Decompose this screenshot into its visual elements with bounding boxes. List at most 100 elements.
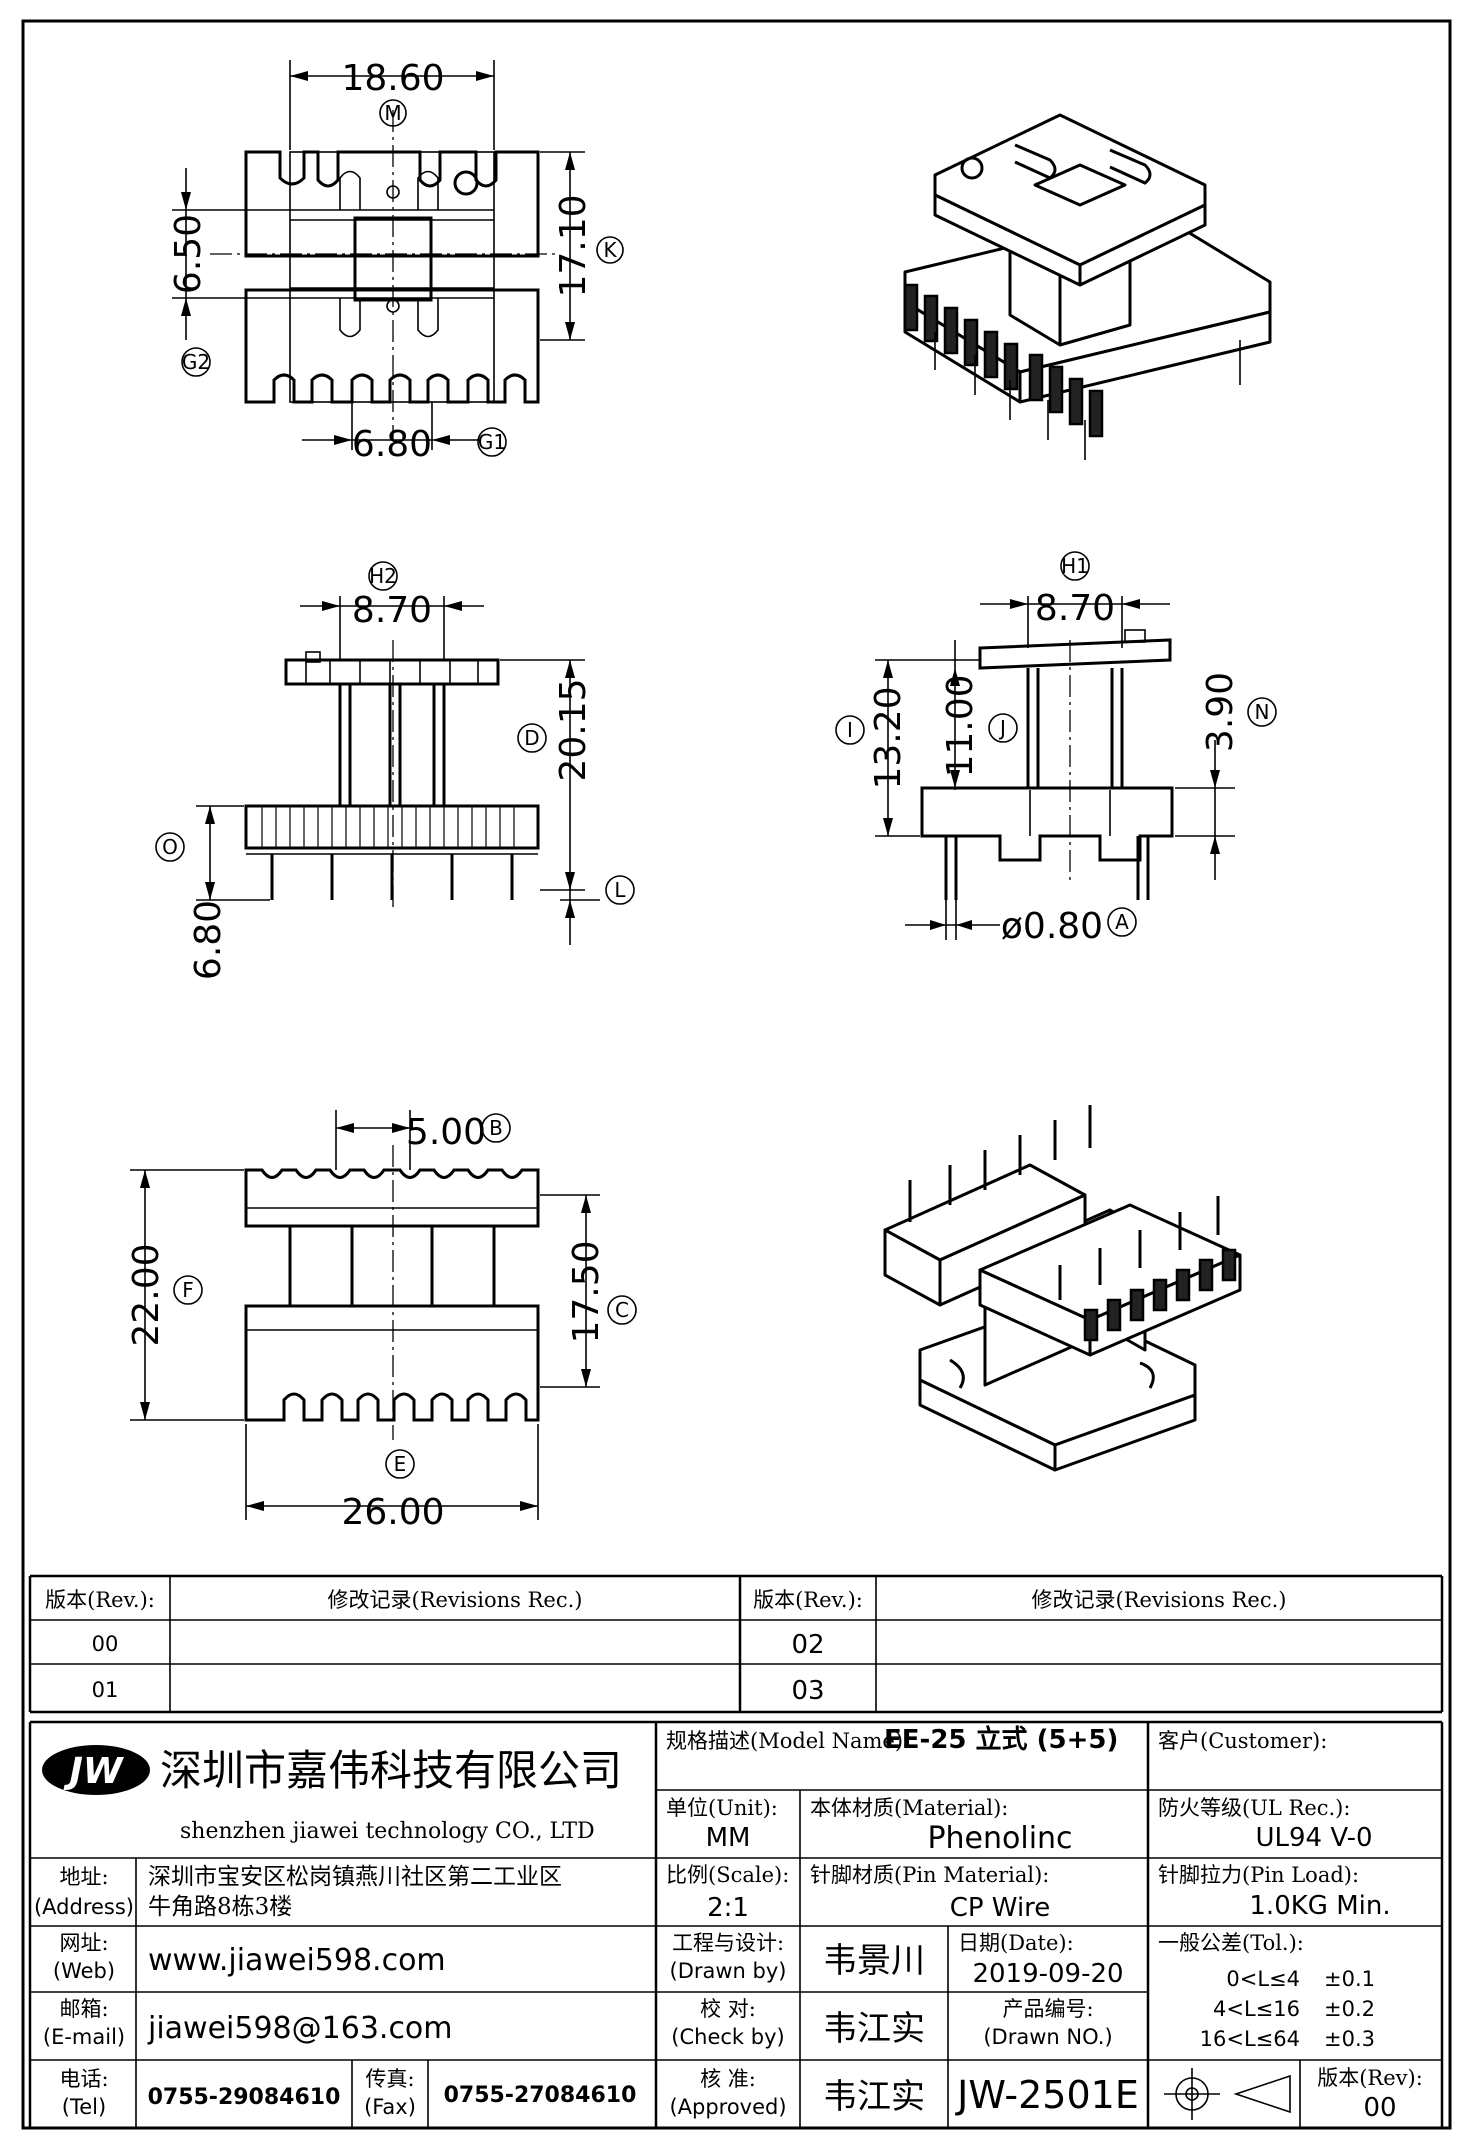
tag-base: N [1255, 700, 1270, 724]
dim-pitch: 6.80 [352, 424, 432, 465]
company-name-en: shenzhen jiawei technology CO., LTD [180, 1819, 595, 1844]
dim-width: 18.60 [341, 58, 444, 99]
fax-value: 0755-27084610 [444, 2083, 637, 2108]
company-name-cn: 深圳市嘉伟科技有限公司 [160, 1746, 622, 1795]
pin-material-label: 针脚材质(Pin Material): [810, 1863, 1049, 1887]
dim-base: 3.90 [1200, 672, 1241, 752]
tol-range-0: 0<L≤4 [1226, 1967, 1300, 1991]
drawing-no-value: JW-2501E [955, 2073, 1139, 2117]
tol-range-1: 4<L≤16 [1213, 1997, 1300, 2021]
approved-label-en: (Approved) [669, 2095, 786, 2119]
check-value: 韦江实 [823, 2009, 925, 2049]
address-label: 地址: [59, 1865, 108, 1889]
dim-total-height: 20.15 [553, 678, 594, 781]
rec-header-right: 修改记录(Revisions Rec.) [1032, 1588, 1287, 1612]
approved-value: 韦江实 [823, 2077, 925, 2117]
fax-label-en: (Fax) [364, 2095, 416, 2119]
model-value: EE-25 立式 (5+5) [884, 1724, 1118, 1755]
ul-value: UL94 V-0 [1255, 1823, 1372, 1853]
tag-pin-dia: A [1115, 910, 1129, 934]
tol-value-1: ±0.2 [1324, 1997, 1375, 2021]
address-label-en: (Address) [34, 1895, 134, 1919]
dim-slot: 6.50 [168, 214, 209, 294]
tag-width: M [384, 101, 401, 125]
iso-view-bottom [883, 1105, 1242, 1472]
drawn-label-en: (Drawn by) [670, 1959, 787, 1983]
rev-row-1-right: 03 [791, 1676, 824, 1706]
drawn-label: 工程与设计: [672, 1931, 784, 1955]
dim-bottom-width: 26.00 [341, 1492, 444, 1533]
rev-header-right: 版本(Rev.): [753, 1588, 863, 1612]
customer-label: 客户(Customer): [1158, 1729, 1327, 1753]
dim-pin-length: 6.80 [188, 900, 229, 980]
email-label-en: (E-mail) [43, 2025, 125, 2049]
web-value: www.jiawei598.com [148, 1943, 446, 1978]
title-block: JW 深圳市嘉伟科技有限公司 shenzhen jiawei technolog… [28, 1720, 1444, 2130]
check-label-en: (Check by) [671, 2025, 784, 2049]
email-label: 邮箱: [59, 1997, 108, 2021]
date-value: 2019-09-20 [972, 1959, 1123, 1989]
address-line-2: 牛角路8栋3楼 [148, 1894, 292, 1920]
web-label-en: (Web) [53, 1959, 115, 1983]
dim-bottom-pitch: 5.00 [406, 1112, 486, 1153]
web-label: 网址: [59, 1931, 108, 1955]
unit-value: MM [706, 1823, 751, 1853]
revision-table: 版本(Rev.): 修改记录(Revisions Rec.) 版本(Rev.):… [28, 1574, 1444, 1714]
bottom-view: 5.00 B 22.00 F 17.50 C 26.00 E [126, 1110, 637, 1533]
rev-row-0-left: 00 [92, 1632, 119, 1656]
drawing-no-label-en: (Drawn NO.) [983, 2025, 1112, 2049]
tel-label-en: (Tel) [62, 2095, 106, 2119]
email-value: jiawei598@163.com [147, 2011, 453, 2046]
top-view: 18.60 M 17.10 K 6.50 G2 6.80 G1 [168, 58, 624, 465]
dim-bottom-inner: 17.50 [566, 1240, 607, 1343]
fax-label: 传真: [365, 2067, 414, 2091]
logo-text: JW [63, 1751, 124, 1792]
tag-flange: I [847, 718, 853, 742]
tag-pitch: G1 [478, 430, 506, 454]
drawing-no-label: 产品编号: [1002, 1997, 1093, 2021]
dim-core-front: 8.70 [352, 590, 432, 631]
tel-value: 0755-29084610 [148, 2085, 341, 2110]
tag-bottom-inner: C [615, 1298, 629, 1322]
date-label: 日期(Date): [958, 1931, 1074, 1955]
tag-bottom-width: E [394, 1452, 407, 1476]
dim-inner: 11.00 [940, 674, 981, 777]
address-line-1: 深圳市宝安区松岗镇燕川社区第二工业区 [148, 1864, 562, 1890]
rec-header-left: 修改记录(Revisions Rec.) [328, 1588, 583, 1612]
pin-material-value: CP Wire [950, 1893, 1051, 1923]
material-value: Phenolinc [927, 1821, 1072, 1856]
projection-symbol-icon [1164, 2068, 1291, 2120]
tol-label: 一般公差(Tol.): [1158, 1931, 1304, 1955]
tag-pin-bottom: L [614, 878, 626, 902]
dim-pin-dia: ø0.80 [1001, 906, 1103, 947]
rev-row-0-right: 02 [791, 1630, 824, 1660]
model-label: 规格描述(Model Name): [666, 1729, 910, 1753]
ul-label: 防火等级(UL Rec.): [1158, 1796, 1350, 1820]
check-label: 校 对: [700, 1997, 756, 2021]
tag-core-front: H2 [369, 564, 397, 588]
tag-core-side: H1 [1061, 554, 1089, 578]
dim-core-side: 8.70 [1035, 588, 1115, 629]
rev-value: 00 [1363, 2093, 1396, 2123]
tag-total-height: D [524, 726, 539, 750]
approved-label: 核 准: [700, 2067, 756, 2091]
dim-height: 17.10 [553, 194, 594, 297]
rev-row-1-left: 01 [92, 1678, 119, 1702]
front-view: 8.70 H2 20.15 D L 6.80 O [155, 561, 635, 980]
dim-flange: 13.20 [868, 686, 909, 789]
unit-label: 单位(Unit): [666, 1796, 778, 1820]
tag-slot: G2 [182, 350, 210, 374]
tag-bottom-pitch: B [489, 1116, 503, 1140]
tag-length: F [182, 1278, 194, 1302]
drawn-value: 韦景川 [823, 1941, 925, 1981]
tag-inner: J [998, 716, 1006, 740]
pin-load-value: 1.0KG Min. [1249, 1891, 1390, 1921]
rev-label: 版本(Rev): [1317, 2066, 1423, 2090]
tel-label: 电话: [59, 2067, 108, 2091]
dim-length: 22.00 [126, 1243, 167, 1346]
scale-value: 2:1 [707, 1893, 749, 1923]
rev-header-left: 版本(Rev.): [45, 1588, 155, 1612]
pin-load-label: 针脚拉力(Pin Load): [1158, 1863, 1359, 1887]
tol-value-2: ±0.3 [1324, 2027, 1375, 2051]
tol-value-0: ±0.1 [1324, 1967, 1375, 1991]
